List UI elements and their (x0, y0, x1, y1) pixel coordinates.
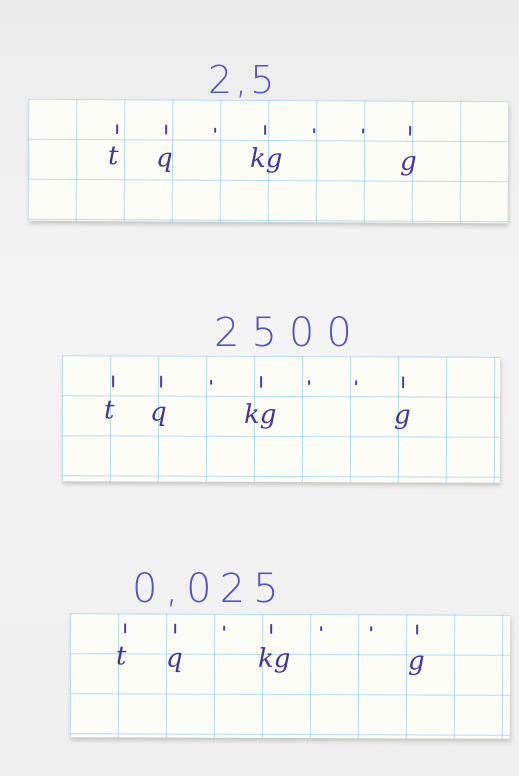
unit-tick (409, 126, 411, 136)
unit-label-q: q (150, 400, 167, 426)
unit-tick (416, 624, 418, 634)
unit-tick (124, 623, 126, 633)
unit-tick (174, 624, 176, 634)
number-label: 2,5 (208, 58, 277, 102)
number-label: 0,025 (132, 566, 287, 612)
unit-label-kg: kg (258, 646, 290, 672)
unit-label-g: g (400, 149, 417, 175)
grid-paper-strip: t q kg g (62, 355, 500, 483)
unit-tick (112, 375, 114, 387)
unit-tick (402, 376, 404, 388)
decimal-tick (308, 380, 310, 385)
unit-label-kg: kg (244, 402, 276, 428)
decimal-tick (214, 128, 216, 133)
unit-label-q: q (166, 646, 183, 672)
unit-label-q: q (156, 145, 173, 171)
unit-label-g: g (408, 648, 425, 674)
unit-tick (260, 376, 262, 388)
unit-tick (264, 125, 266, 135)
unit-label-t: t (108, 143, 119, 169)
unit-label-t: t (116, 643, 127, 669)
unit-label-kg: kg (250, 146, 283, 172)
grid-paper-strip: t q kg g (70, 613, 510, 739)
unit-tick (116, 124, 118, 134)
decimal-tick (223, 626, 225, 631)
decimal-tick (210, 380, 212, 385)
unit-tick (270, 624, 272, 634)
decimal-tick (313, 128, 315, 133)
decimal-tick (362, 128, 364, 133)
unit-tick (160, 376, 162, 388)
decimal-tick (320, 626, 322, 631)
unit-tick (165, 124, 167, 134)
decimal-tick (370, 626, 372, 631)
grid-paper-strip: t q kg g (28, 99, 509, 224)
unit-label-g: g (394, 402, 411, 428)
number-label: 2500 (214, 310, 364, 356)
unit-label-t: t (104, 397, 115, 423)
decimal-tick (355, 380, 357, 385)
